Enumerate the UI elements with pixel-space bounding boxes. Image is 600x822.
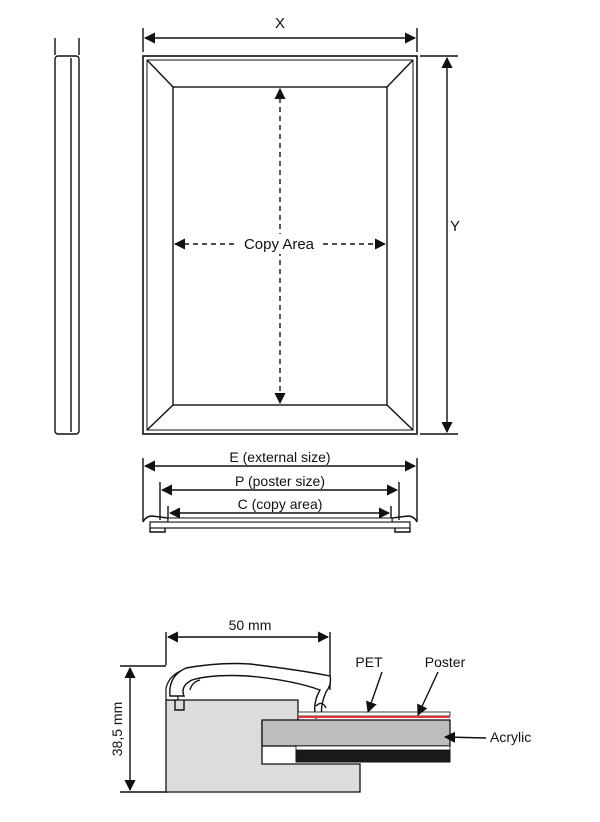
height-mm-label: 38,5 mm [109,702,125,756]
width-mm-label: 50 mm [229,617,272,633]
y-dimension: Y [420,55,460,435]
poster-size-label: P (poster size) [235,473,325,489]
external-size-label: E (external size) [229,449,330,465]
frame-side-view [54,38,80,435]
edge-profile: E (external size) P (poster size) C (cop… [142,449,418,533]
acrylic-label: Acrylic [490,729,531,745]
cross-section: 50 mm 38,5 mm PET Poster Acrylic [109,617,531,793]
x-label: X [275,15,285,32]
poster-label: Poster [425,654,466,670]
pet-label: PET [355,654,383,670]
y-label: Y [450,218,460,235]
copy-area-label: Copy Area [244,236,315,253]
copy-area-arrows: Copy Area [173,87,387,405]
x-dimension: X [142,15,418,52]
copy-area-small-label: C (copy area) [238,496,323,512]
